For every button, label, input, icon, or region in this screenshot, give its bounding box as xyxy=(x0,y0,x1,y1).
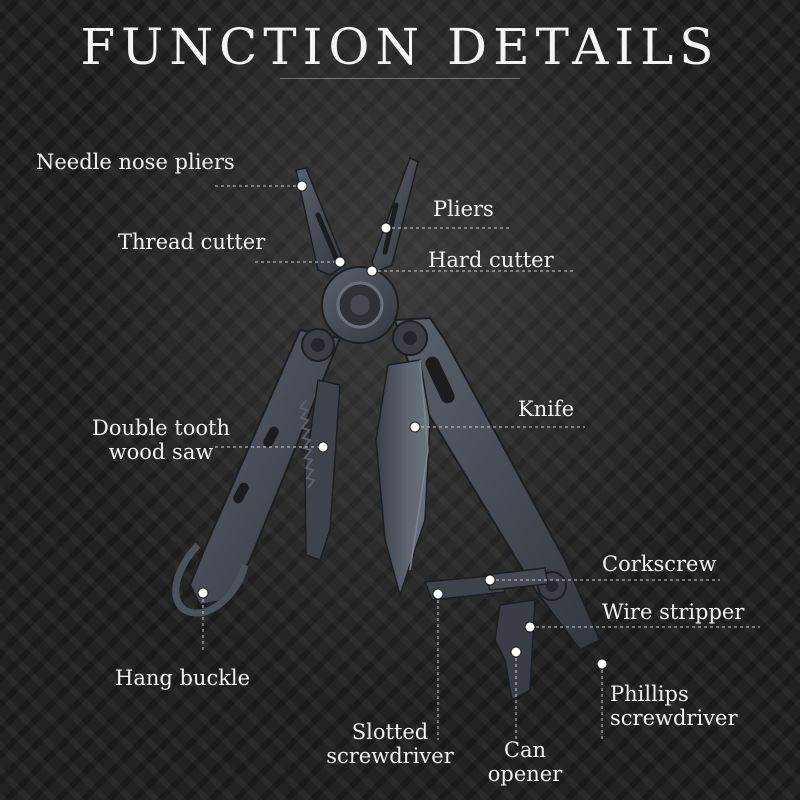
marker-wire-stripper xyxy=(524,621,536,633)
label-slotted-screwdriver-line2: screwdriver xyxy=(326,744,454,768)
marker-thread-cutter xyxy=(334,256,346,268)
marker-knife xyxy=(409,421,421,433)
label-phillips-screwdriver: Phillips screwdriver xyxy=(610,682,738,730)
label-knife: Knife xyxy=(518,397,575,421)
label-double-tooth-wood-saw-line1: Double tooth xyxy=(92,416,230,440)
label-hang-buckle: Hang buckle xyxy=(115,666,251,690)
marker-wood-saw xyxy=(317,441,329,453)
page-title: FUNCTION DETAILS xyxy=(80,18,720,76)
label-double-tooth-wood-saw-line2: wood saw xyxy=(108,440,214,464)
marker-needle-nose-pliers xyxy=(296,180,308,192)
title-underline xyxy=(280,78,520,79)
left-handle xyxy=(188,328,342,607)
label-can-opener: Can opener xyxy=(480,738,570,786)
label-slotted-screwdriver-line1: Slotted xyxy=(351,720,429,744)
label-wire-stripper: Wire stripper xyxy=(602,600,745,624)
callout-markers xyxy=(197,180,608,670)
marker-hard-cutter xyxy=(366,265,378,277)
leader-lines xyxy=(202,185,760,740)
label-double-tooth-wood-saw: Double tooth wood saw xyxy=(78,416,244,464)
label-pliers: Pliers xyxy=(433,197,494,221)
marker-hang-buckle xyxy=(197,587,209,599)
wood-saw-blade xyxy=(304,379,341,561)
marker-pliers xyxy=(380,222,392,234)
marker-can-opener xyxy=(510,646,522,658)
label-needle-nose-pliers: Needle nose pliers xyxy=(36,150,235,174)
marker-phillips-screwdriver xyxy=(596,658,608,670)
label-phillips-screwdriver-line2: screwdriver xyxy=(610,706,738,730)
marker-corkscrew xyxy=(484,574,496,586)
label-corkscrew: Corkscrew xyxy=(602,552,717,576)
label-thread-cutter: Thread cutter xyxy=(118,230,266,254)
label-can-opener-line1: Can xyxy=(503,738,547,762)
hang-buckle-shape xyxy=(172,542,249,617)
marker-slotted-screwdriver xyxy=(432,588,444,600)
label-hard-cutter: Hard cutter xyxy=(428,248,554,272)
knife-blade xyxy=(375,359,431,598)
label-can-opener-line2: opener xyxy=(487,762,563,786)
label-phillips-screwdriver-line1: Phillips xyxy=(610,682,689,706)
label-slotted-screwdriver: Slotted screwdriver xyxy=(312,720,468,768)
